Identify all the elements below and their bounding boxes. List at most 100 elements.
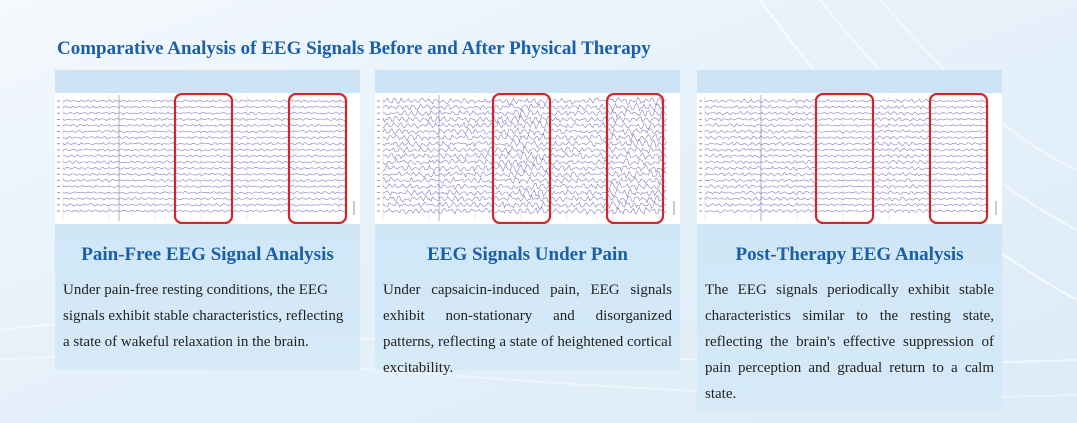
channel-tick bbox=[377, 192, 380, 194]
channel-tick bbox=[699, 112, 702, 114]
eeg-channel-trace bbox=[62, 141, 347, 146]
channel-tick bbox=[699, 161, 702, 163]
channel-tick bbox=[377, 210, 380, 212]
eeg-channel-trace bbox=[62, 129, 347, 134]
channel-tick bbox=[699, 198, 702, 200]
channel-tick bbox=[57, 143, 60, 145]
channel-tick bbox=[699, 210, 702, 212]
eeg-channel-trace bbox=[62, 117, 347, 121]
channel-tick bbox=[377, 167, 380, 169]
eeg-channel-trace bbox=[704, 110, 989, 116]
panel-title: Pain-Free EEG Signal Analysis bbox=[81, 244, 334, 265]
highlight-box bbox=[605, 93, 665, 224]
highlight-box bbox=[491, 93, 552, 224]
eeg-channel-trace bbox=[382, 132, 667, 143]
eeg-channel-trace bbox=[704, 202, 989, 208]
eeg-channel-trace bbox=[382, 206, 667, 215]
channel-tick bbox=[57, 198, 60, 200]
panel-under-pain: EEG Signals Under Pain Under capsaicin-i… bbox=[375, 70, 680, 376]
channel-tick bbox=[699, 118, 702, 120]
channel-tick bbox=[377, 204, 380, 206]
eeg-channel-trace bbox=[382, 102, 667, 112]
channel-tick bbox=[377, 106, 380, 108]
channel-tick bbox=[377, 124, 380, 126]
eeg-channel-trace bbox=[382, 157, 667, 167]
eeg-trace-svg bbox=[699, 93, 997, 224]
eeg-channel-trace bbox=[704, 141, 989, 147]
eeg-chart bbox=[697, 93, 1002, 224]
eeg-trace-svg bbox=[377, 93, 675, 224]
eeg-channel-trace bbox=[62, 184, 347, 189]
channel-tick bbox=[699, 143, 702, 145]
eeg-channel-trace bbox=[62, 99, 347, 103]
channel-tick bbox=[57, 167, 60, 169]
channel-tick bbox=[699, 131, 702, 133]
channel-tick bbox=[377, 173, 380, 175]
channel-tick bbox=[699, 186, 702, 188]
eeg-channel-trace bbox=[382, 163, 667, 173]
eeg-channel-trace bbox=[382, 201, 667, 210]
channel-tick bbox=[57, 155, 60, 157]
eeg-channel-trace bbox=[382, 176, 667, 185]
channel-tick bbox=[699, 106, 702, 108]
channel-tick bbox=[699, 179, 702, 181]
eeg-channel-trace bbox=[62, 105, 347, 109]
channel-tick bbox=[377, 149, 380, 151]
eeg-channel-trace bbox=[382, 96, 667, 106]
eeg-channel-trace bbox=[62, 123, 347, 128]
eeg-channel-trace bbox=[704, 104, 989, 110]
eeg-channel-trace bbox=[382, 169, 667, 179]
eeg-channel-trace bbox=[704, 117, 989, 122]
eeg-channel-trace bbox=[704, 135, 989, 141]
channel-tick bbox=[377, 112, 380, 114]
channel-tick bbox=[699, 137, 702, 139]
channel-tick bbox=[699, 155, 702, 157]
eeg-channel-trace bbox=[382, 145, 667, 155]
eeg-channel-trace bbox=[704, 178, 989, 183]
eeg-channel-trace bbox=[62, 135, 347, 140]
eeg-channel-trace bbox=[382, 127, 667, 137]
eeg-channel-trace bbox=[62, 178, 347, 183]
highlight-box bbox=[173, 93, 234, 224]
eeg-channel-trace bbox=[704, 165, 989, 171]
eeg-channel-trace bbox=[704, 184, 989, 189]
channel-tick bbox=[699, 192, 702, 194]
channel-tick bbox=[377, 155, 380, 157]
eeg-channel-trace bbox=[382, 109, 667, 119]
channel-tick bbox=[57, 210, 60, 212]
channel-tick bbox=[377, 143, 380, 145]
eeg-channel-trace bbox=[382, 182, 667, 192]
eeg-channel-trace bbox=[704, 153, 989, 159]
panel-pain-free: Pain-Free EEG Signal Analysis Under pain… bbox=[55, 70, 360, 370]
eeg-channel-trace bbox=[382, 187, 667, 198]
eeg-channel-trace bbox=[382, 139, 667, 149]
channel-tick bbox=[57, 112, 60, 114]
eeg-channel-trace bbox=[62, 209, 347, 213]
channel-tick bbox=[57, 131, 60, 133]
channel-tick bbox=[57, 161, 60, 163]
eeg-channel-trace bbox=[63, 111, 347, 115]
eeg-channel-trace bbox=[704, 147, 989, 153]
eeg-channel-trace bbox=[382, 194, 667, 204]
channel-tick bbox=[699, 100, 702, 102]
panel-title: Post-Therapy EEG Analysis bbox=[735, 244, 964, 265]
eeg-channel-trace bbox=[704, 196, 989, 202]
channel-tick bbox=[57, 124, 60, 126]
panel-description: Under pain-free resting conditions, the … bbox=[63, 282, 344, 350]
channel-tick bbox=[377, 198, 380, 200]
page-title: Comparative Analysis of EEG Signals Befo… bbox=[57, 38, 651, 59]
channel-tick bbox=[377, 137, 380, 139]
channel-tick bbox=[57, 106, 60, 108]
eeg-channel-trace bbox=[704, 129, 989, 134]
eeg-channel-trace bbox=[62, 203, 347, 207]
channel-tick bbox=[57, 118, 60, 120]
eeg-channel-trace bbox=[704, 171, 989, 177]
eeg-channel-trace bbox=[382, 151, 667, 161]
channel-tick bbox=[57, 186, 60, 188]
channel-tick bbox=[377, 100, 380, 102]
eeg-channel-trace bbox=[62, 148, 347, 152]
channel-tick bbox=[699, 167, 702, 169]
eeg-channel-trace bbox=[62, 197, 347, 201]
eeg-channel-trace bbox=[704, 122, 989, 128]
channel-tick bbox=[699, 149, 702, 151]
